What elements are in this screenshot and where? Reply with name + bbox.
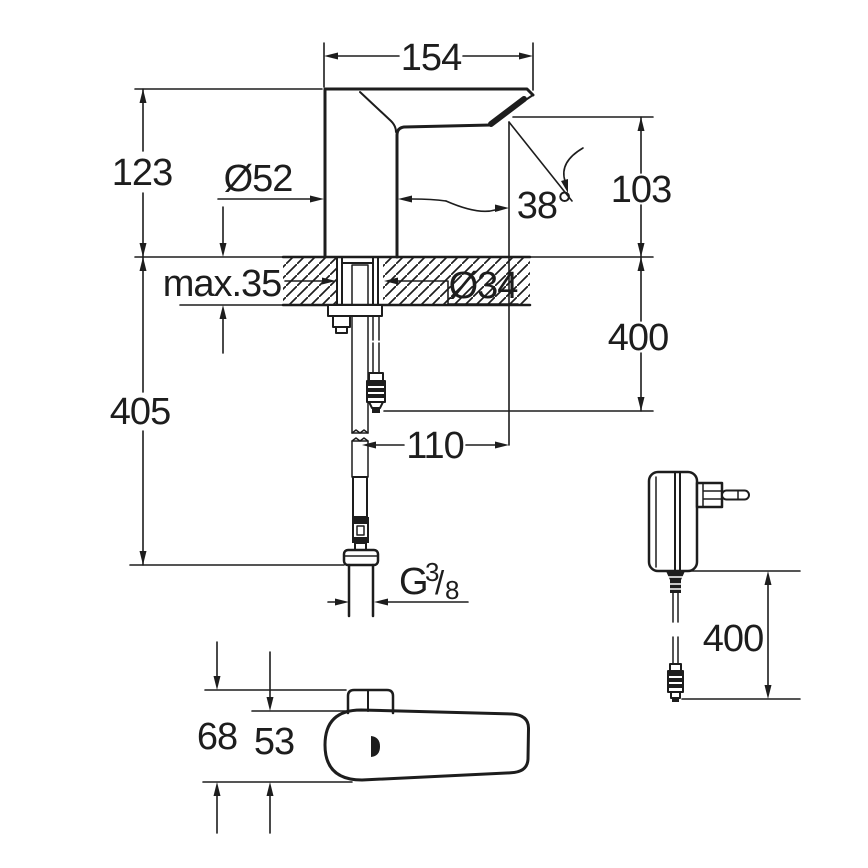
dim-label-123: 123	[112, 152, 172, 194]
countertop-section	[134, 255, 654, 307]
braided-hose-lower	[351, 440, 369, 478]
braided-hose-upper	[351, 264, 369, 434]
hose-crimp-sleeve	[352, 476, 368, 518]
connection-tube	[347, 563, 375, 618]
spout-underside	[395, 123, 493, 259]
dim-label-d34: Ø34	[449, 265, 519, 307]
plug-base	[695, 481, 724, 509]
dim-d52: Ø52	[217, 158, 447, 203]
faucet-body	[323, 87, 535, 259]
hose-fitting-inner	[356, 525, 365, 536]
dim-label-103: 103	[611, 169, 671, 211]
hose-fitting-band-bottom	[352, 538, 369, 543]
dim-g38: G3/8	[327, 557, 469, 606]
hose-break-upper	[351, 429, 369, 434]
dim-label-adapter-400: 400	[703, 618, 763, 660]
dim-label-max35: max.35	[163, 263, 282, 305]
dim-110: 110	[362, 425, 509, 467]
mounting-nut	[332, 315, 351, 328]
adapter-cable-plug	[667, 663, 684, 702]
side-view: 154 123 405 Ø52	[110, 37, 672, 618]
dim-123-405: 123 405	[110, 88, 345, 566]
dim-103-400: 103 400	[383, 116, 672, 412]
dim-label-110: 110	[406, 425, 464, 467]
mounting-nut-step	[335, 326, 348, 334]
aerator-face	[488, 96, 527, 127]
cable-plug-tip	[372, 408, 380, 413]
top-view: 68 53	[197, 641, 531, 834]
plug-pin	[721, 489, 750, 501]
sensor-window	[371, 736, 380, 757]
adapter-cable	[672, 592, 679, 665]
temperature-lever	[346, 688, 395, 715]
spray-angle-line	[508, 121, 573, 202]
power-supply: 400	[647, 470, 801, 702]
dim-label-68: 68	[197, 716, 237, 758]
body-taper-edge	[359, 91, 397, 133]
hose-fitting-band-top	[352, 517, 369, 523]
dim-label-400-cable: 400	[608, 317, 668, 359]
dim-max35: max.35	[163, 206, 282, 354]
mounting-shank	[327, 257, 383, 434]
dim-label-154: 154	[401, 37, 462, 79]
dim-68-53: 68 53	[197, 641, 353, 834]
sensor-cable	[366, 315, 386, 413]
dim-label-38deg: 38°	[517, 185, 571, 227]
g38-union-nut	[342, 548, 380, 567]
faucet-outline	[323, 87, 535, 259]
mounting-washer	[327, 304, 383, 317]
dim-label-g38: G3/8	[399, 557, 459, 605]
dim-38deg: 38°	[445, 121, 584, 446]
cable-plug-top	[368, 372, 384, 382]
dim-label-405: 405	[110, 391, 170, 433]
supply-hose	[342, 429, 380, 618]
dim-d34: Ø34	[284, 265, 519, 307]
dim-adapter-400: 400	[681, 570, 801, 700]
dim-154: 154	[323, 37, 534, 91]
dim-label-d52: Ø52	[224, 158, 293, 200]
hose-break-lower	[351, 437, 369, 442]
faucet-top-outline	[323, 708, 531, 782]
dim-label-53: 53	[254, 721, 294, 763]
cable-plug-taper	[368, 401, 384, 409]
adapter-seam-center	[674, 471, 681, 572]
